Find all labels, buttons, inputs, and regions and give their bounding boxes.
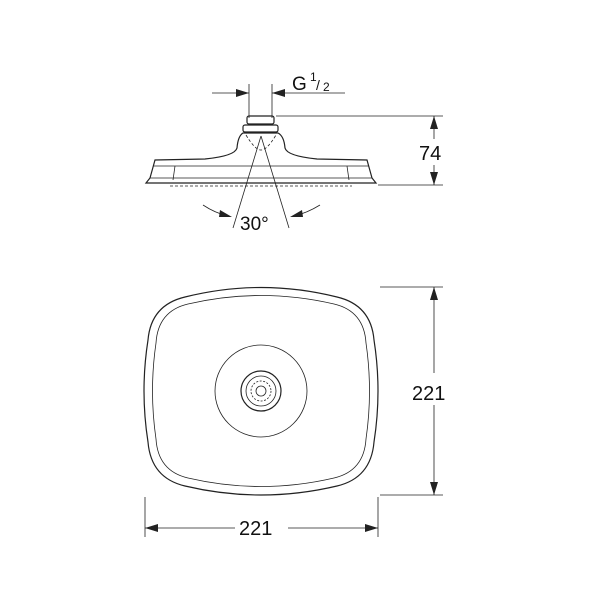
thread-label: G bbox=[292, 74, 307, 95]
angle-label: 30° bbox=[240, 214, 269, 235]
arrow-icon bbox=[430, 482, 438, 495]
arrow-icon bbox=[430, 287, 438, 300]
thread-fraction-num: 1 bbox=[310, 70, 317, 84]
width-label: 221 bbox=[239, 518, 272, 540]
arrow-icon bbox=[145, 524, 158, 532]
arrow-icon bbox=[430, 116, 438, 129]
arrow-icon bbox=[430, 172, 438, 185]
side-view: G 1 / 2 30° 74 bbox=[144, 70, 443, 235]
height-label: 74 bbox=[419, 143, 441, 165]
fraction-slash: / bbox=[316, 77, 320, 93]
arrow-icon bbox=[236, 89, 249, 97]
thread-fraction-den: 2 bbox=[323, 80, 330, 94]
arrow-icon bbox=[272, 89, 285, 97]
arrow-icon bbox=[290, 210, 303, 217]
arrow-icon bbox=[219, 210, 232, 217]
top-view: 221 221 bbox=[143, 286, 445, 540]
height-label: 221 bbox=[412, 383, 445, 405]
arrow-icon bbox=[365, 524, 378, 532]
